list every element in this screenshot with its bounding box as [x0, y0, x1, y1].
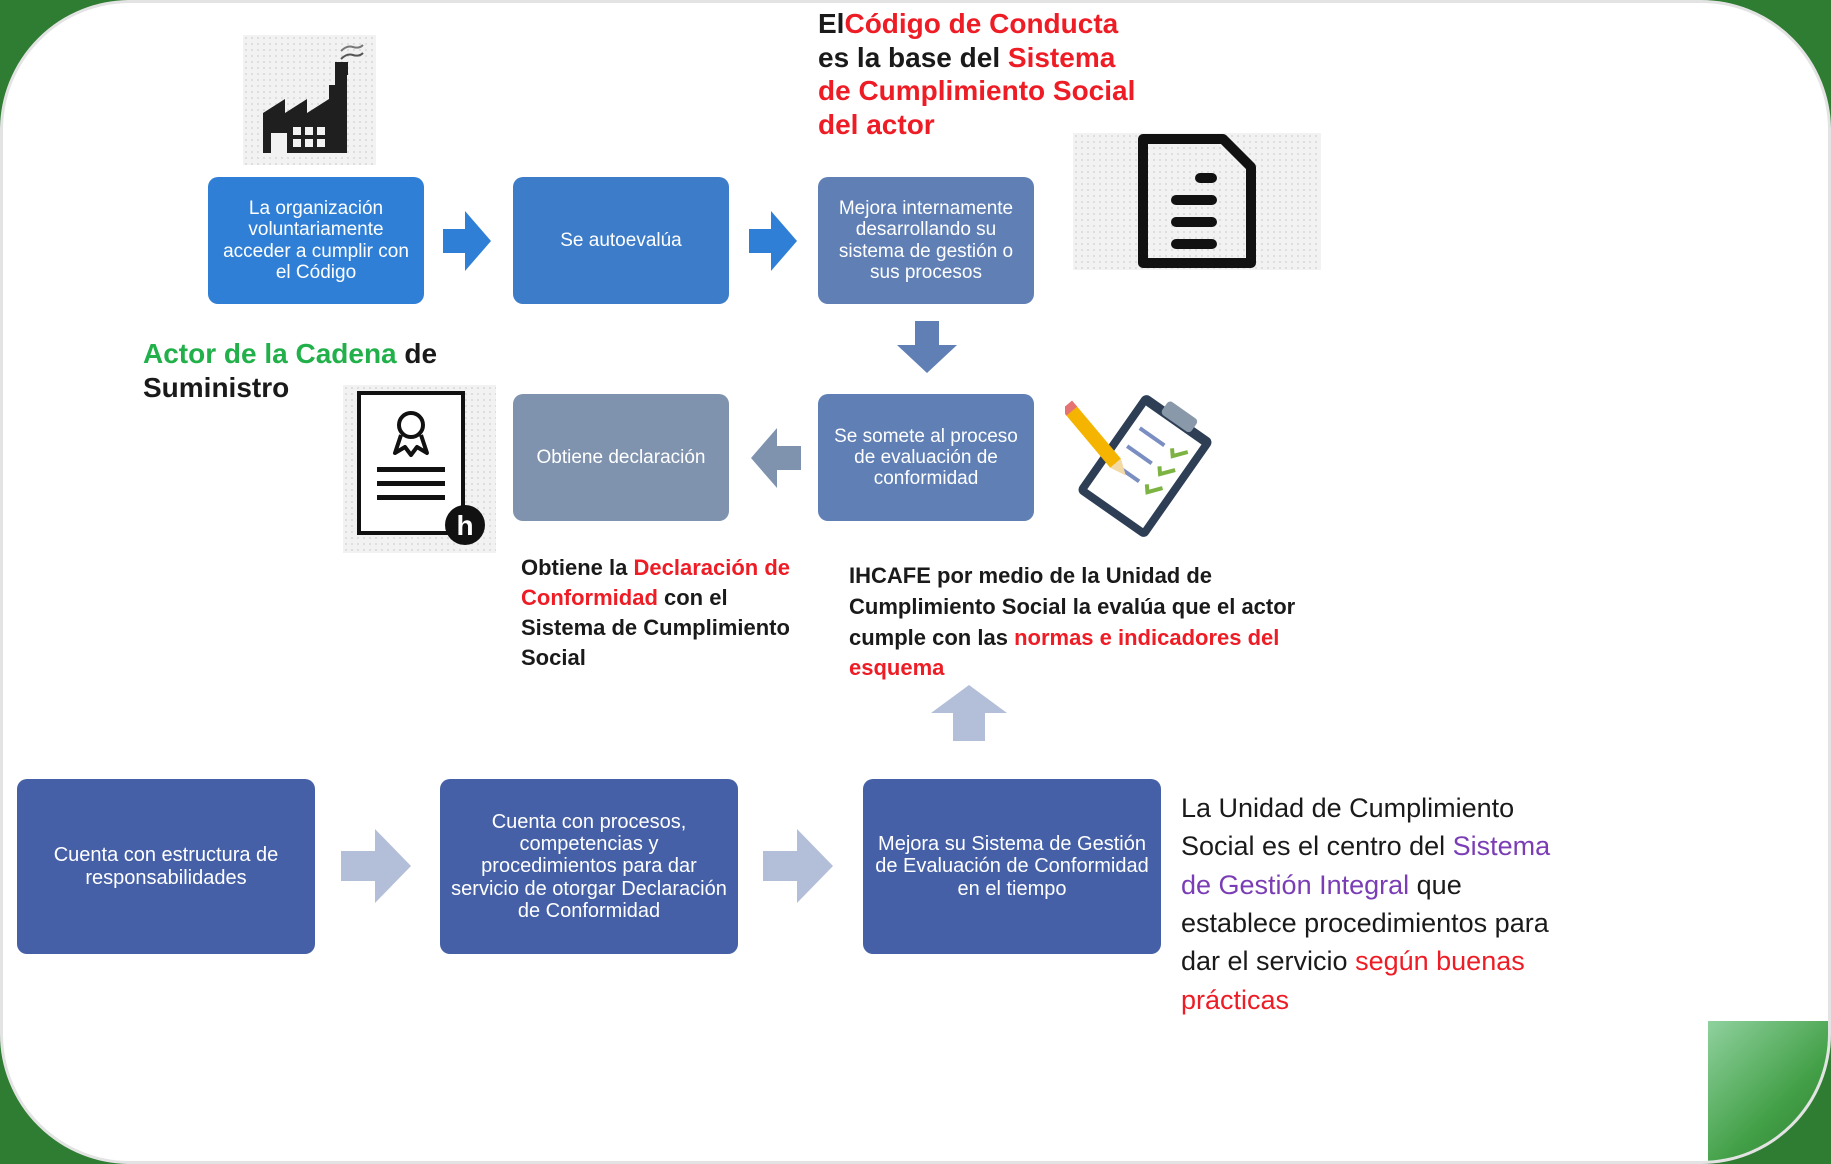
step-conformity-assessment-box: Se somete al proceso de evaluación de co…	[818, 394, 1034, 521]
step-improve-internally-label: Mejora internamente desarrollando su sis…	[838, 197, 1014, 283]
compliance-unit-note: La Unidad de Cumplimiento Social es el c…	[1181, 793, 1551, 1015]
arrow-right-icon	[749, 211, 797, 276]
code-of-conduct-note: ElCódigo de Conducta es la base del Sist…	[818, 8, 1136, 140]
step-join-code-box: La organización voluntariamente acceder …	[208, 177, 424, 304]
arrow-left-icon	[751, 428, 801, 493]
step-self-assess-box: Se autoevalúa	[513, 177, 729, 304]
step-conformity-assessment-label: Se somete al proceso de evaluación de co…	[834, 425, 1018, 490]
declaration-note: Obtiene la Declaración de Conformidad co…	[521, 555, 790, 670]
factory-icon	[243, 35, 376, 165]
step-obtain-declaration-label: Obtiene declaración	[536, 446, 706, 468]
arrow-right-icon	[443, 211, 491, 276]
step-processes-competencies-box: Cuenta con procesos, competencias y proc…	[440, 779, 738, 954]
certificate-badge-letter: h	[456, 510, 473, 541]
clipboard-checklist-icon	[1061, 386, 1225, 546]
step-responsibility-structure-label: Cuenta con estructura de responsabilidad…	[53, 844, 279, 889]
document-icon	[1073, 133, 1321, 270]
arrow-down-icon	[897, 321, 957, 378]
actor-label: Actor de la Cadena de Suministro	[143, 338, 438, 403]
arrow-right-icon	[341, 829, 411, 908]
step-join-code-label: La organización voluntariamente acceder …	[223, 197, 409, 283]
step-self-assess-label: Se autoevalúa	[560, 229, 682, 251]
arrow-right-icon	[763, 829, 833, 908]
step-improve-internally-box: Mejora internamente desarrollando su sis…	[818, 177, 1034, 304]
arrow-up-icon	[931, 685, 1007, 746]
certificate-icon: h	[343, 385, 496, 553]
step-processes-competencies-label: Cuenta con procesos, competencias y proc…	[451, 810, 727, 923]
step-obtain-declaration-box: Obtiene declaración	[513, 394, 729, 521]
ihcafe-note: IHCAFE por medio de la Unidad de Cumplim…	[849, 563, 1296, 681]
corner-decoration	[1708, 1021, 1828, 1161]
step-improve-conformity-system-box: Mejora su Sistema de Gestión de Evaluaci…	[863, 779, 1161, 954]
step-responsibility-structure-box: Cuenta con estructura de responsabilidad…	[17, 779, 315, 954]
step-improve-conformity-system-label: Mejora su Sistema de Gestión de Evaluaci…	[875, 832, 1149, 900]
